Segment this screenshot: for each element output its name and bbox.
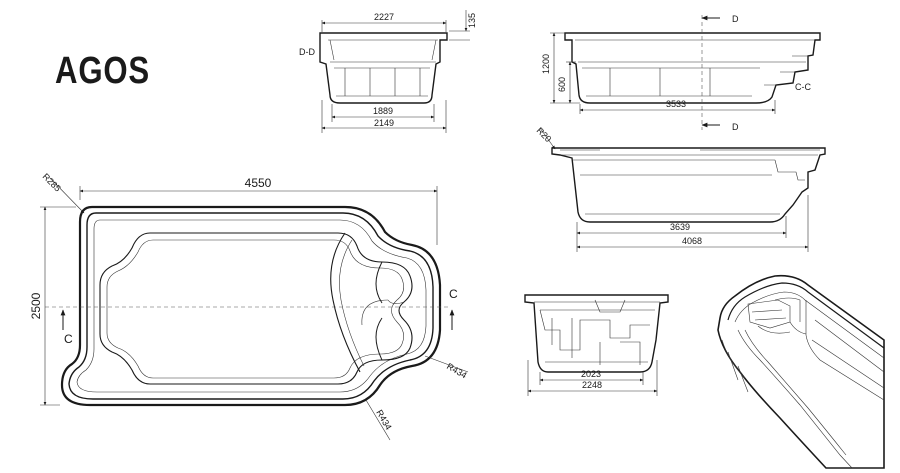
product-title: AGOS xyxy=(55,50,151,92)
cc-cut-mark-top: D xyxy=(732,14,739,24)
end-floor-width: 2023 xyxy=(581,369,601,379)
plan-length-dim: 4550 xyxy=(245,176,272,190)
section-dd: 2227 135 D-D 1889 2149 xyxy=(299,10,477,133)
plan-radius-right: R434 xyxy=(445,361,469,380)
side-floor-length: 3639 xyxy=(670,222,690,232)
dd-floor-width: 1889 xyxy=(373,106,393,116)
plan-width-dim: 2500 xyxy=(29,292,43,319)
section-cc: D D C-C 1200 600 3533 xyxy=(541,14,821,132)
plan-radius-bottom: R434 xyxy=(374,408,393,432)
plan-corner-radius: R285 xyxy=(41,171,63,193)
pool-outline-inner-2 xyxy=(76,219,427,393)
cc-floor-length: 3533 xyxy=(666,99,686,109)
isometric-view xyxy=(717,274,885,469)
side-rim-radius: R20 xyxy=(535,125,554,144)
dd-rim-height: 135 xyxy=(467,13,477,28)
pool-floor-outline xyxy=(99,232,413,385)
plan-section-mark-right: C xyxy=(449,287,458,301)
dd-bottom-width: 2149 xyxy=(374,118,394,128)
end-view: 2023 2248 xyxy=(524,294,669,396)
cc-section-label: C-C xyxy=(795,82,811,92)
cc-depth: 1200 xyxy=(541,54,551,74)
cc-cut-mark-bottom: D xyxy=(732,122,739,132)
side-overall-length: 4068 xyxy=(682,236,702,246)
dd-top-width: 2227 xyxy=(374,12,394,22)
plan-section-mark-left: C xyxy=(64,332,73,346)
cc-step-depth: 600 xyxy=(557,77,567,92)
dd-section-label: D-D xyxy=(299,47,315,57)
end-overall-width: 2248 xyxy=(582,380,602,390)
pool-outline-outer xyxy=(60,205,442,407)
pool-outline-inner-1 xyxy=(68,212,434,400)
pool-floor-inner xyxy=(106,239,404,379)
plan-view: 4550 2500 R285 R434 R434 C C xyxy=(29,171,469,441)
side-view: R20 3639 4068 xyxy=(535,125,826,252)
